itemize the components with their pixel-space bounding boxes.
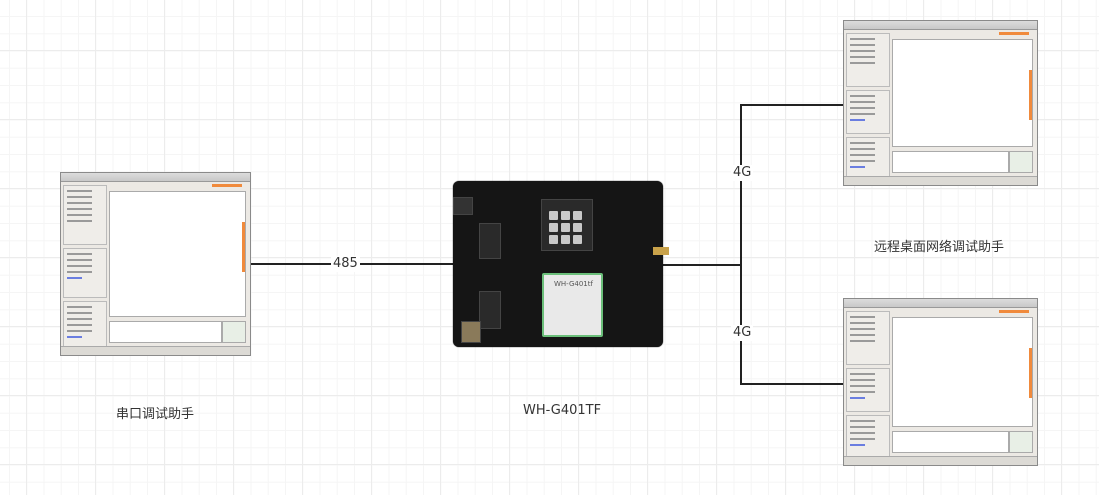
scrollbar[interactable]: [1029, 70, 1032, 120]
send-input[interactable]: [892, 431, 1009, 453]
send-input[interactable]: [109, 321, 222, 343]
module-label: WH-G401tf: [554, 280, 593, 288]
edge-4g-bottom: [740, 383, 843, 385]
network-tool-window-1: [843, 20, 1038, 186]
edge-4g-horizontal: [663, 264, 741, 266]
scrollbar[interactable]: [242, 222, 245, 272]
send-input[interactable]: [892, 151, 1009, 173]
window-titlebar: [844, 21, 1037, 30]
brand-link: [999, 32, 1029, 35]
brand-link: [999, 310, 1029, 313]
send-button[interactable]: [1009, 151, 1033, 173]
serial-tool-caption: 串口调试助手: [116, 407, 195, 422]
status-bar: [844, 176, 1037, 185]
edge-4g-top: [740, 104, 843, 106]
status-bar: [844, 456, 1037, 465]
window-titlebar: [844, 299, 1037, 308]
settings-panel: [846, 311, 890, 459]
edge-4g-vertical: [740, 104, 742, 385]
module-wh-g401tf: WH-G401tf: [542, 273, 603, 337]
receive-area: [109, 191, 246, 317]
network-tool-caption: 远程桌面网络调试助手: [874, 240, 1005, 255]
receive-area: [892, 39, 1033, 147]
status-bar: [61, 346, 250, 355]
brand-link: [212, 184, 242, 187]
send-button[interactable]: [222, 321, 246, 343]
device-board-image: WH-G401tf: [453, 181, 669, 347]
settings-panel: [846, 33, 890, 181]
window-titlebar: [61, 173, 250, 182]
edge-4g-label-2: 4G: [731, 325, 754, 341]
edge-4g-label-1: 4G: [731, 165, 754, 181]
receive-area: [892, 317, 1033, 427]
scrollbar[interactable]: [1029, 348, 1032, 398]
device-caption: WH-G401TF: [523, 403, 602, 418]
serial-tool-window: [60, 172, 251, 356]
edge-485-label: 485: [331, 256, 360, 272]
send-button[interactable]: [1009, 431, 1033, 453]
network-tool-window-2: [843, 298, 1038, 466]
settings-panel: [63, 185, 107, 353]
